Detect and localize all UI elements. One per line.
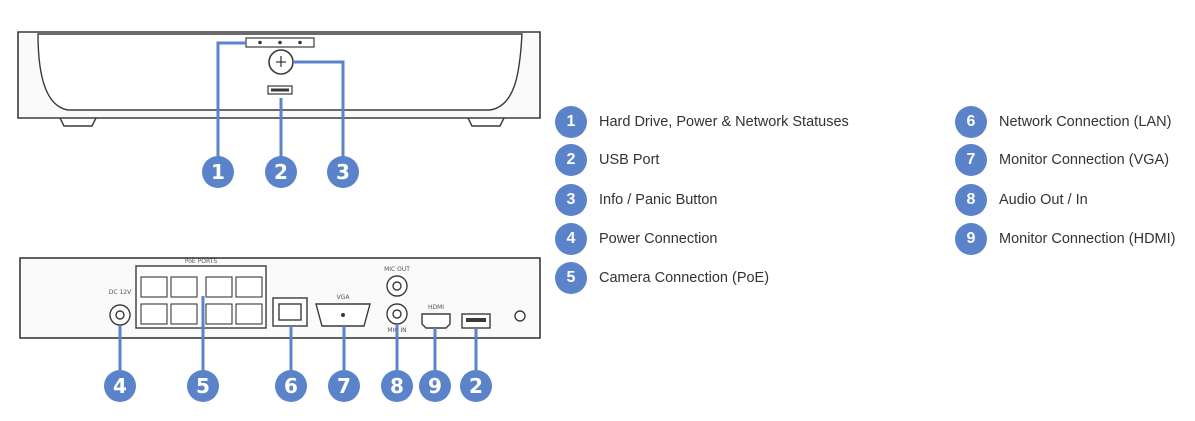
rear-leader-lines xyxy=(118,296,478,370)
mic-out-jack xyxy=(386,275,408,297)
legend-item-9: 9 Monitor Connection (HDMI) xyxy=(955,222,1175,256)
legend-item-4: 4 Power Connection xyxy=(555,222,718,256)
legend-badge: 4 xyxy=(555,223,587,255)
svg-text:6: 6 xyxy=(284,374,298,398)
mic-in-jack xyxy=(386,303,408,325)
poe-ports xyxy=(140,276,263,325)
legend-item-6: 6 Network Connection (LAN) xyxy=(955,105,1171,139)
poe-ports-label: PoE PORTS xyxy=(185,258,218,265)
hdmi-label: HDMI xyxy=(428,304,444,311)
dc-label: DC 12V xyxy=(109,289,132,296)
legend-label: Camera Connection (PoE) xyxy=(599,270,770,286)
legend-item-7: 7 Monitor Connection (VGA) xyxy=(955,143,1169,177)
legend-badge: 3 xyxy=(555,184,587,216)
callout-rear-8: 8 xyxy=(381,370,413,402)
callout-rear-9: 9 xyxy=(419,370,451,402)
legend-label: Monitor Connection (HDMI) xyxy=(999,231,1176,247)
svg-text:2: 2 xyxy=(469,374,483,398)
legend-badge: 6 xyxy=(955,106,987,138)
legend-label: Network Connection (LAN) xyxy=(999,114,1172,130)
legend-item-5: 5 Camera Connection (PoE) xyxy=(555,261,769,295)
callout-rear-5: 5 xyxy=(187,370,219,402)
callout-rear-4: 4 xyxy=(104,370,136,402)
legend-item-3: 3 Info / Panic Button xyxy=(555,183,718,217)
legend-label: Audio Out / In xyxy=(999,192,1088,208)
svg-text:5: 5 xyxy=(196,374,210,398)
svg-text:3: 3 xyxy=(336,160,350,184)
legend-item-2: 2 USB Port xyxy=(555,143,659,177)
callout-front-2: 2 xyxy=(265,156,297,188)
callout-rear-2: 2 xyxy=(460,370,492,402)
lan-port xyxy=(272,297,308,327)
vga-label: VGA xyxy=(337,294,351,301)
legend-badge: 7 xyxy=(955,144,987,176)
callout-badges: 1 2 3 4 5 6 7 8 9 2 xyxy=(104,156,492,402)
legend-badge: 8 xyxy=(955,184,987,216)
ground-screw xyxy=(514,310,526,322)
front-leader-lines xyxy=(216,41,345,158)
legend-label: USB Port xyxy=(599,152,660,168)
legend-badge: 2 xyxy=(555,144,587,176)
svg-text:2: 2 xyxy=(274,160,288,184)
legend-badge: 1 xyxy=(555,106,587,138)
legend-badge: 5 xyxy=(555,262,587,294)
legend-item-8: 8 Audio Out / In xyxy=(955,183,1088,217)
svg-text:7: 7 xyxy=(337,374,351,398)
legend-label: Power Connection xyxy=(599,231,718,247)
svg-text:1: 1 xyxy=(211,160,225,184)
legend-label: Info / Panic Button xyxy=(599,192,718,208)
rear-view xyxy=(19,257,541,339)
callout-front-3: 3 xyxy=(327,156,359,188)
front-view xyxy=(17,31,541,127)
legend-item-1: 1 Hard Drive, Power & Network Statuses xyxy=(555,105,849,139)
legend-badge: 9 xyxy=(955,223,987,255)
hdmi-port xyxy=(421,313,451,329)
callout-rear-6: 6 xyxy=(275,370,307,402)
legend-label: Hard Drive, Power & Network Statuses xyxy=(599,114,849,130)
svg-text:8: 8 xyxy=(390,374,404,398)
svg-text:9: 9 xyxy=(428,374,442,398)
callout-rear-7: 7 xyxy=(328,370,360,402)
mic-out-label: MIC OUT xyxy=(384,266,410,273)
dc-power-jack xyxy=(109,304,131,326)
svg-text:4: 4 xyxy=(113,374,127,398)
legend-label: Monitor Connection (VGA) xyxy=(999,152,1170,168)
callout-front-1: 1 xyxy=(202,156,234,188)
